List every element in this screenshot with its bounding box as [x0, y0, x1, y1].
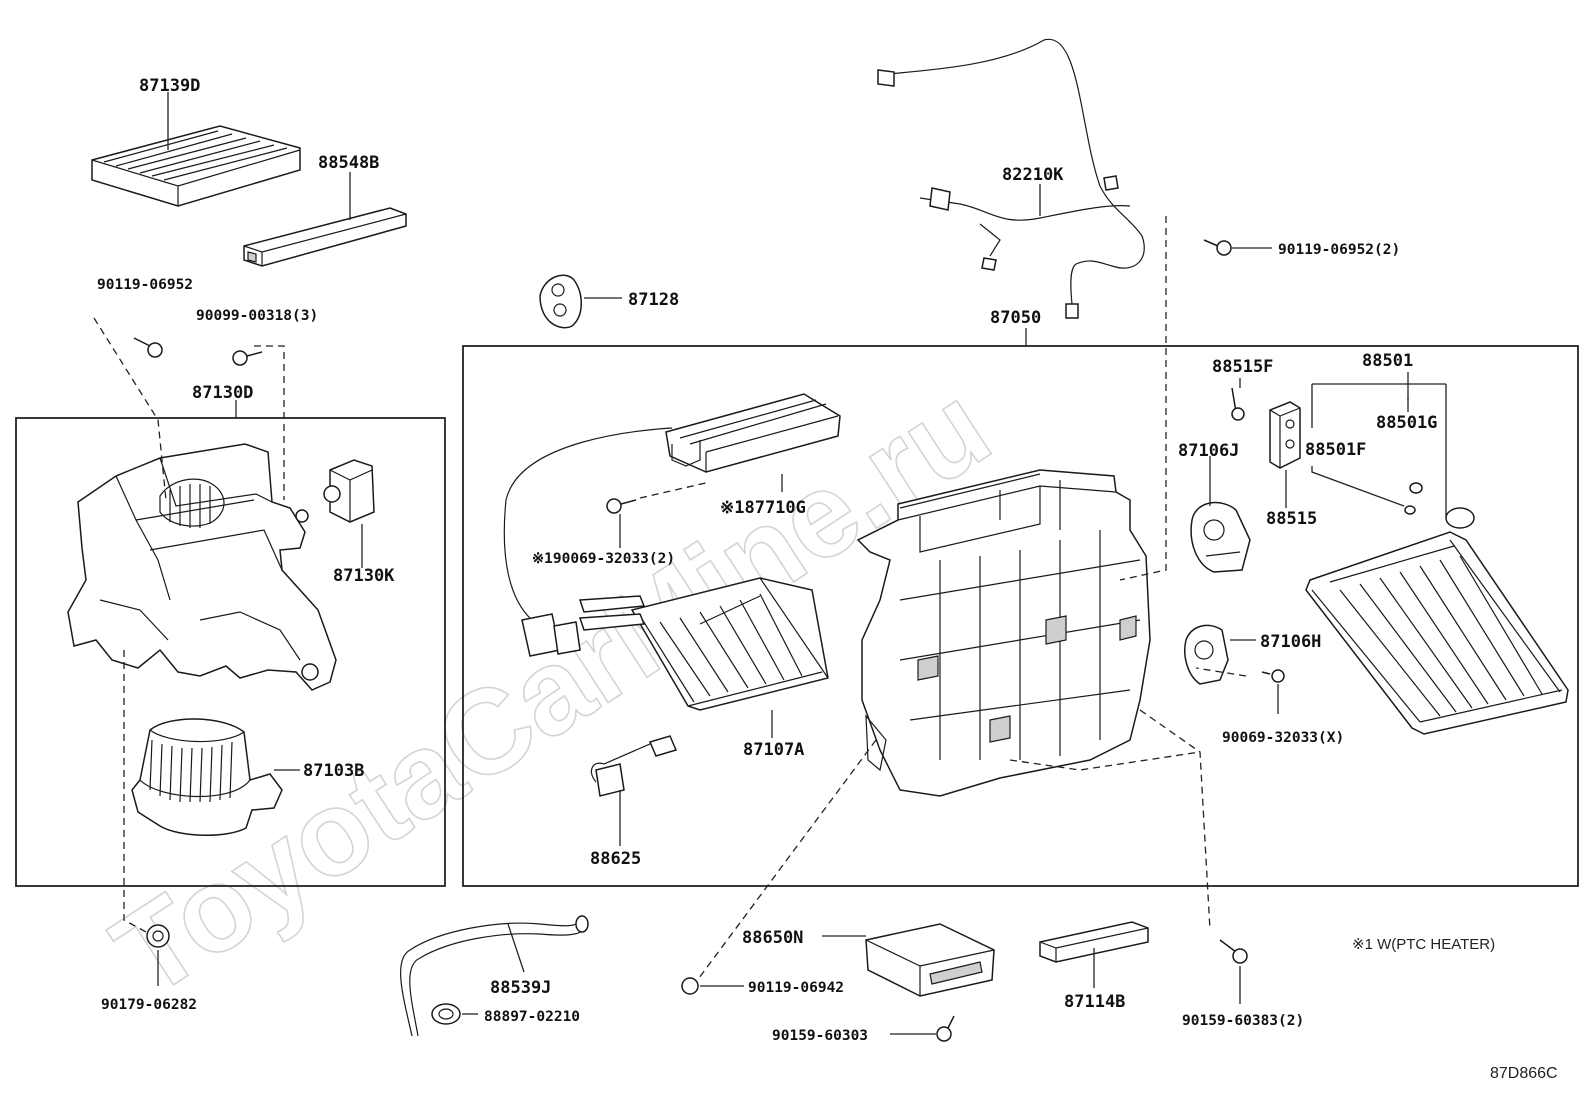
expansion-valve-88515[interactable]: [1269, 401, 1301, 469]
heater-unit-87050[interactable]: [856, 469, 1151, 797]
drain-hose-88539J[interactable]: [400, 915, 589, 1037]
duct-87114B[interactable]: [1039, 921, 1149, 963]
thermistor-88625[interactable]: [590, 735, 678, 797]
servo-motor-87130K[interactable]: [323, 459, 375, 523]
screw-90119-06952[interactable]: [133, 337, 163, 358]
screw-90159-60383-2[interactable]: [1219, 939, 1248, 964]
label-90119-06942[interactable]: 90119-06942: [748, 980, 844, 996]
servo-motor-87106H[interactable]: [1184, 624, 1229, 685]
label-82210K[interactable]: 82210K: [1002, 165, 1064, 185]
label-87139D[interactable]: 87139D: [139, 76, 200, 96]
label-90159-60303[interactable]: 90159-60303: [772, 1028, 868, 1044]
label-90179-06282[interactable]: 90179-06282: [101, 997, 197, 1013]
screw-90159-60303[interactable]: [936, 1015, 955, 1042]
o-ring-88501F[interactable]: [1404, 505, 1416, 515]
part-labels: 87139D 88548B 90119-06952 90099-00318(3)…: [97, 76, 1558, 1082]
screw-90099-00318[interactable]: [232, 350, 263, 366]
label-87710G[interactable]: ※187710G: [720, 498, 806, 518]
blower-motor-87103B[interactable]: [131, 718, 283, 836]
label-90119-06952[interactable]: 90119-06952: [97, 277, 193, 293]
air-con-amplifier-88650N[interactable]: [865, 923, 995, 997]
grommet-87128[interactable]: [539, 274, 582, 329]
dashed-lines: [93, 216, 1247, 983]
bolt-88515F[interactable]: [1231, 387, 1245, 421]
label-88501[interactable]: 88501: [1362, 351, 1413, 371]
wire-harness-82210K[interactable]: [877, 38, 1145, 319]
heater-core-87107A[interactable]: [578, 577, 829, 711]
footnote-ptc-heater: ※1 W(PTC HEATER): [1352, 936, 1495, 953]
label-87130K[interactable]: 87130K: [333, 566, 395, 586]
screw-90069-32033-x[interactable]: [1261, 669, 1285, 683]
filter-cover-88548B[interactable]: [243, 207, 407, 267]
label-90119-06952-2[interactable]: 90119-06952(2): [1278, 242, 1400, 258]
label-88515F[interactable]: 88515F: [1212, 357, 1273, 377]
label-88897-02210[interactable]: 88897-02210: [484, 1009, 580, 1025]
label-88539J[interactable]: 88539J: [490, 978, 551, 998]
nut-90179-06282[interactable]: [146, 924, 170, 948]
blower-assembly-box: [15, 417, 446, 887]
diagram-code: 87D866C: [1490, 1065, 1558, 1082]
label-88650N[interactable]: 88650N: [742, 928, 803, 948]
air-filter-87139D[interactable]: [91, 125, 301, 207]
screw-90119-06952-2[interactable]: [1203, 239, 1232, 256]
label-87106J[interactable]: 87106J: [1178, 441, 1239, 461]
leader-lines: [157, 92, 1447, 1035]
label-87107A[interactable]: 87107A: [743, 740, 804, 760]
evaporator-88501[interactable]: [1305, 507, 1569, 735]
label-87130D[interactable]: 87130D: [192, 383, 253, 403]
label-87128[interactable]: 87128: [628, 290, 679, 310]
o-ring-88501G[interactable]: [1409, 482, 1423, 494]
label-87106H[interactable]: 87106H: [1260, 632, 1321, 652]
ptc-heater-87710G[interactable]: [503, 393, 841, 657]
servo-motor-87106J[interactable]: [1190, 501, 1251, 573]
label-87050[interactable]: 87050: [990, 308, 1041, 328]
label-87114B[interactable]: 87114B: [1064, 992, 1125, 1012]
label-90069-32033-x[interactable]: 90069-32033(X): [1222, 730, 1344, 746]
screw-90069-32033-2[interactable]: [606, 498, 637, 514]
heater-assembly-box: [462, 345, 1579, 887]
label-88625[interactable]: 88625: [590, 849, 641, 869]
label-88548B[interactable]: 88548B: [318, 153, 379, 173]
label-88501G[interactable]: 88501G: [1376, 413, 1437, 433]
blower-case-87130D[interactable]: [67, 443, 337, 691]
label-90099-00318[interactable]: 90099-00318(3): [196, 308, 318, 324]
label-87103B[interactable]: 87103B: [303, 761, 364, 781]
label-90159-60383[interactable]: 90159-60383(2): [1182, 1013, 1304, 1029]
label-88515[interactable]: 88515: [1266, 509, 1317, 529]
grommet-88897-02210[interactable]: [431, 1003, 461, 1025]
label-88501F[interactable]: 88501F: [1305, 440, 1366, 460]
label-90069-32033-2[interactable]: ※190069-32033(2): [532, 551, 675, 567]
screw-90119-06942[interactable]: [681, 977, 699, 995]
